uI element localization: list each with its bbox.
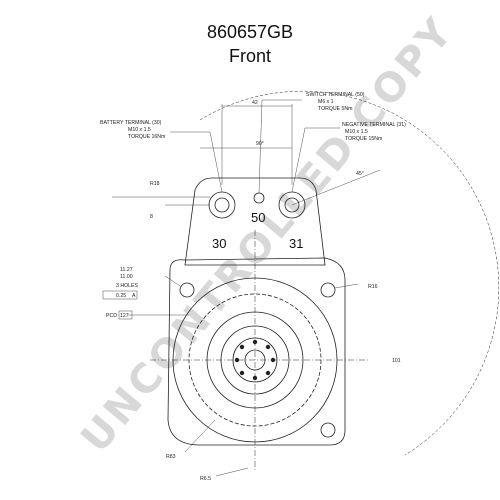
watermark-text: UNCONTROLLED COPY — [72, 8, 463, 461]
svg-text:PCD: PCD — [106, 313, 117, 319]
svg-text:NEGATIVE TERMINAL (31): NEGATIVE TERMINAL (31) — [342, 122, 406, 128]
svg-text:3 HOLES: 3 HOLES — [116, 283, 138, 289]
svg-text:0.25: 0.25 — [116, 293, 126, 299]
dim-90-label: 90° — [256, 141, 264, 147]
terminal-30-label: 30 — [212, 236, 226, 251]
terminal-31-thread — [284, 197, 300, 213]
dim-45-line — [291, 169, 381, 206]
switch-callout: SWITCH TERMINAL (50) M6 x 1 TORQUE 5Nm — [306, 92, 365, 112]
battery-leader — [170, 131, 223, 193]
solenoid-housing — [184, 177, 326, 266]
svg-text:TORQUE 16Nm: TORQUE 16Nm — [128, 134, 165, 140]
mount-hole-right — [320, 282, 336, 298]
negative-callout: NEGATIVE TERMINAL (31) M10 x 1.5 TORQUE … — [342, 122, 406, 142]
dim-r6-label: R6.5 — [200, 476, 211, 482]
mount-hole-left — [179, 282, 195, 298]
svg-text:SWITCH TERMINAL (50): SWITCH TERMINAL (50) — [306, 92, 365, 98]
svg-text:11.00: 11.00 — [120, 274, 133, 280]
reference-arc — [199, 90, 500, 456]
svg-text:M6 x 1: M6 x 1 — [318, 99, 334, 105]
dim-101-label: 101 — [392, 358, 401, 364]
svg-text:M10 x 1.5: M10 x 1.5 — [128, 127, 151, 133]
battery-callout: BATTERY TERMINAL (30) M10 x 1.5 TORQUE 1… — [100, 120, 165, 140]
part-number-title: 860657GB — [206, 22, 294, 42]
terminal-30-body — [208, 191, 236, 219]
svg-text:TORQUE 15Nm: TORQUE 15Nm — [345, 136, 382, 142]
mount-hole-bottom — [320, 422, 336, 438]
holes-spec: 11.27 11.00 3 HOLES 0.25 A — [102, 267, 138, 300]
svg-text:127: 127 — [120, 313, 129, 319]
mounting-flange — [167, 257, 346, 446]
svg-text:TORQUE 5Nm: TORQUE 5Nm — [318, 106, 353, 112]
negative-leader — [291, 127, 340, 193]
r16-leader — [334, 283, 359, 289]
svg-text:11.27: 11.27 — [120, 267, 133, 273]
svg-text:BATTERY TERMINAL (30): BATTERY TERMINAL (30) — [100, 120, 162, 126]
pcd-spec: PCD 127 — [106, 310, 133, 320]
dim-r83-label: R83 — [166, 454, 176, 460]
r83-leader — [184, 419, 216, 453]
view-label: Front — [228, 46, 271, 66]
terminal-31-label: 31 — [289, 236, 303, 251]
dim-r16-label: R16 — [368, 284, 378, 290]
pinion-gear — [234, 339, 276, 381]
svg-text:M10 x 1.5: M10 x 1.5 — [345, 129, 368, 135]
dim-8-label: 8 — [150, 214, 153, 220]
dim-45-label: 45° — [356, 171, 364, 177]
terminal-30-thread — [214, 197, 230, 213]
terminal-50-label: 50 — [251, 210, 265, 225]
holes-leader — [164, 275, 181, 287]
terminal-50-body — [253, 192, 265, 204]
switch-leader — [258, 99, 302, 194]
dim-42-label: 42 — [252, 100, 258, 106]
dim-r18-label: R18 — [150, 181, 160, 187]
r6-leader — [215, 467, 249, 477]
svg-text:A: A — [132, 293, 136, 299]
